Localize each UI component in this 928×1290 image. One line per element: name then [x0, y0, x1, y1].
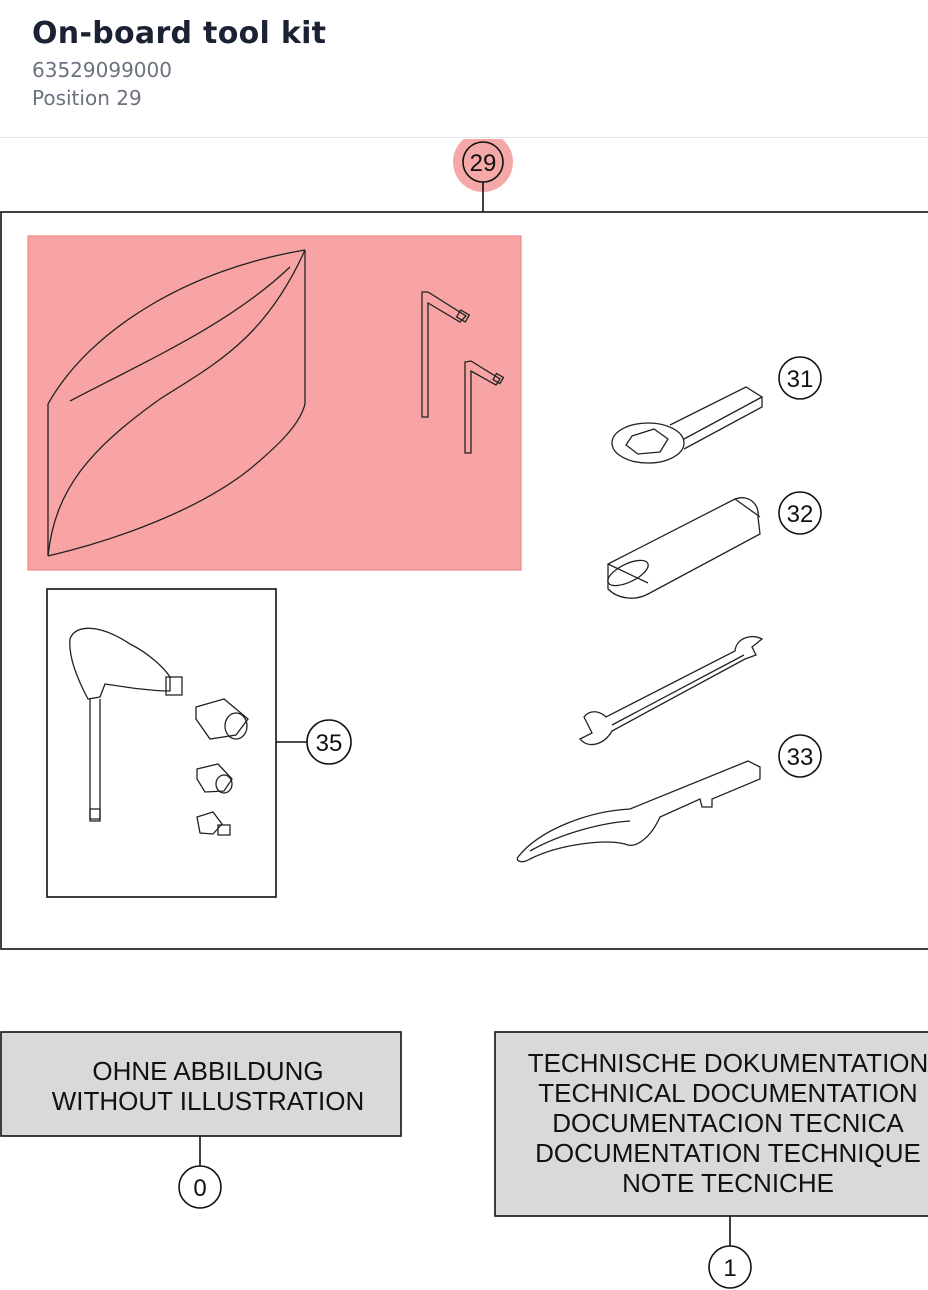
- highlighted-tool-bag-group[interactable]: [27, 235, 522, 571]
- open-end-wrench-icon: [578, 636, 764, 746]
- callout-29[interactable]: 29: [453, 139, 513, 192]
- hook-spanner-icon: [516, 760, 761, 863]
- callout-1[interactable]: 1: [708, 1245, 752, 1289]
- callout-32-label: 32: [787, 501, 814, 528]
- tube-tool-icon: [607, 497, 761, 599]
- callout-0[interactable]: 0: [178, 1165, 222, 1209]
- callout-32[interactable]: 32: [778, 491, 822, 535]
- page-title: On-board tool kit: [32, 16, 327, 51]
- callout-1-label: 1: [723, 1255, 736, 1282]
- without-illustration-box: OHNE ABBILDUNG WITHOUT ILLUSTRATION: [0, 1031, 402, 1137]
- tech-doc-line-2: TECHNICAL DOCUMENTATION: [538, 1078, 917, 1108]
- t-handle-set-frame: [46, 588, 277, 898]
- tech-doc-line-4: DOCUMENTATION TECHNIQUE: [535, 1138, 921, 1168]
- socket-bit-medium-icon: [196, 763, 233, 794]
- socket-bit-small-icon: [196, 811, 231, 836]
- hex-key-large-icon: [421, 291, 471, 418]
- part-number: 63529099000: [32, 58, 172, 82]
- tech-doc-line-3: DOCUMENTACION TECNICA: [552, 1108, 904, 1138]
- t-handle-icon: [69, 627, 183, 822]
- tech-doc-line-1: TECHNISCHE DOKUMENTATION: [528, 1048, 928, 1078]
- exploded-parts-diagram: 29 31: [0, 139, 928, 1289]
- callout-35[interactable]: 35: [306, 719, 352, 765]
- without-illustration-line-1: OHNE ABBILDUNG: [92, 1056, 323, 1086]
- callout-0-label: 0: [193, 1175, 206, 1202]
- nut-wrench-icon: [611, 386, 764, 464]
- callout-29-label: 29: [470, 150, 497, 177]
- callout-33[interactable]: 33: [778, 734, 822, 778]
- callout-31-label: 31: [787, 366, 814, 393]
- without-illustration-line-2: WITHOUT ILLUSTRATION: [52, 1086, 365, 1116]
- tech-doc-line-5: NOTE TECNICHE: [622, 1168, 834, 1198]
- callout-35-label: 35: [316, 730, 343, 757]
- callout-31[interactable]: 31: [778, 356, 822, 400]
- tool-kit-frame: [0, 211, 928, 950]
- page-header: On-board tool kit 63529099000 Position 2…: [0, 0, 928, 138]
- position-label: Position 29: [32, 86, 142, 110]
- technical-documentation-box: TECHNISCHE DOKUMENTATION TECHNICAL DOCUM…: [494, 1031, 928, 1217]
- tool-bag-icon: [47, 249, 306, 557]
- hex-key-small-icon: [464, 360, 505, 454]
- socket-bit-large-icon: [195, 698, 249, 740]
- callout-33-label: 33: [787, 744, 814, 771]
